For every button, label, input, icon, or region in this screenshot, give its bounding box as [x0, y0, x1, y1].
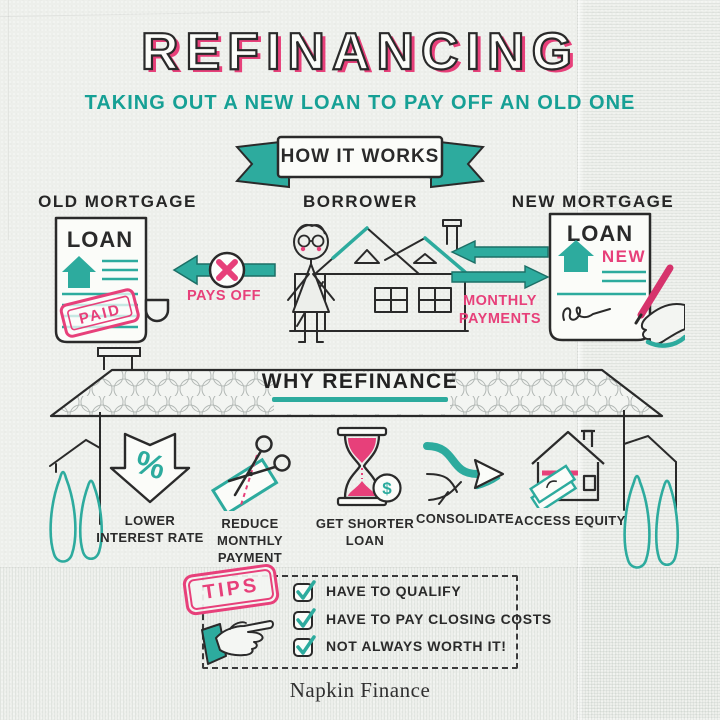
old-doc-title: LOAN [67, 227, 133, 252]
benefit-caption: PAYMENT [217, 549, 283, 565]
checkbox-check-icon [293, 635, 316, 657]
page-title-shadow: REFINANCING [145, 26, 583, 84]
pays-off-label: PAYS OFF [186, 288, 262, 304]
benefit-get-shorter-loan: $ GET SHORTER LOAN [305, 426, 425, 550]
brand-footer: Napkin Finance [289, 678, 431, 702]
benefit-lower-interest-rate: % LOWER INTEREST RATE [90, 428, 210, 547]
benefit-caption: CONSOLIDATE [415, 511, 515, 526]
house-icon [62, 256, 96, 288]
borrower-house-illustration [287, 219, 469, 343]
benefit-access-equity: ACCESS EQUITY [510, 426, 630, 530]
page-title-text: REFINANCING [141, 23, 579, 81]
tip-item: HAVE TO PAY CLOSING COSTS [292, 607, 552, 631]
benefit-caption: REDUCE MONTHLY [217, 516, 283, 548]
new-badge: NEW [602, 247, 646, 266]
bush-icon [623, 474, 680, 569]
tips-stamp-label: TIPS [187, 568, 276, 611]
checkbox-check-icon [293, 580, 316, 602]
new-mortgage-label: NEW MORTGAGE [511, 192, 675, 211]
teal-underline [272, 397, 448, 402]
tip-label: HAVE TO PAY CLOSING COSTS [326, 611, 552, 627]
old-mortgage-label: OLD MORTGAGE [38, 192, 197, 211]
tips-box [202, 575, 518, 669]
borrower-figure-icon [287, 223, 335, 343]
signing-hand-icon [634, 264, 685, 348]
merging-arrows-icon [422, 442, 504, 505]
house-icon [558, 240, 594, 272]
percent-down-arrow-icon: % [109, 432, 190, 504]
monthly-payments-label: MONTHLY PAYMENTS [458, 293, 542, 328]
hourglass-dollar-icon: $ [336, 426, 402, 507]
paid-stamp-icon: PAID [59, 288, 140, 338]
pointing-hand-icon [201, 620, 274, 665]
bush-icon [49, 470, 104, 563]
roof-illustration [49, 347, 664, 418]
old-loan-document-illustration: LOAN PAID [54, 216, 170, 344]
borrower-label: BORROWER [303, 192, 418, 211]
monthly-payments-arrows-icon [450, 240, 550, 290]
page-title: REFINANCING REFINANCING [140, 22, 583, 84]
why-refinance-heading-block: WHY REFINANCE [0, 370, 720, 402]
house-cash-icon [529, 429, 605, 508]
tip-label: NOT ALWAYS WORTH IT! [326, 638, 507, 654]
new-loan-document-illustration: LOAN NEW [548, 212, 685, 348]
tip-item: HAVE TO QUALIFY [292, 579, 461, 603]
benefit-caption: GET SHORTER [315, 516, 415, 531]
banner-label: HOW IT WORKS [280, 146, 440, 167]
page-subtitle: TAKING OUT A NEW LOAN TO PAY OFF AN OLD … [84, 92, 636, 114]
ribbon-banner-icon [234, 135, 486, 189]
dollar-glyph: $ [382, 479, 392, 498]
benefit-reduce-monthly-payment: REDUCE MONTHLY PAYMENT [190, 431, 310, 567]
cash-icon [529, 464, 578, 508]
benefit-consolidate: CONSOLIDATE [405, 436, 525, 528]
tip-item: NOT ALWAYS WORTH IT! [292, 634, 507, 658]
right-wall-decor [623, 410, 680, 569]
how-it-works-banner: HOW IT WORKS [234, 131, 486, 189]
benefit-caption: LOAN [345, 532, 385, 548]
x-mark-icon [216, 259, 238, 281]
benefit-caption: LOWER [124, 513, 176, 528]
pays-off-arrow-icon [172, 251, 276, 289]
why-refinance-heading: WHY REFINANCE [261, 370, 459, 393]
benefit-caption: ACCESS EQUITY [514, 513, 626, 528]
tip-label: HAVE TO QUALIFY [326, 583, 462, 599]
benefit-caption: INTEREST RATE [96, 529, 204, 545]
scissors-cutting-bill-icon [210, 435, 291, 511]
left-wall-decor [49, 412, 104, 563]
checkbox-check-icon [293, 608, 316, 630]
signature-squiggle-icon [562, 306, 611, 321]
